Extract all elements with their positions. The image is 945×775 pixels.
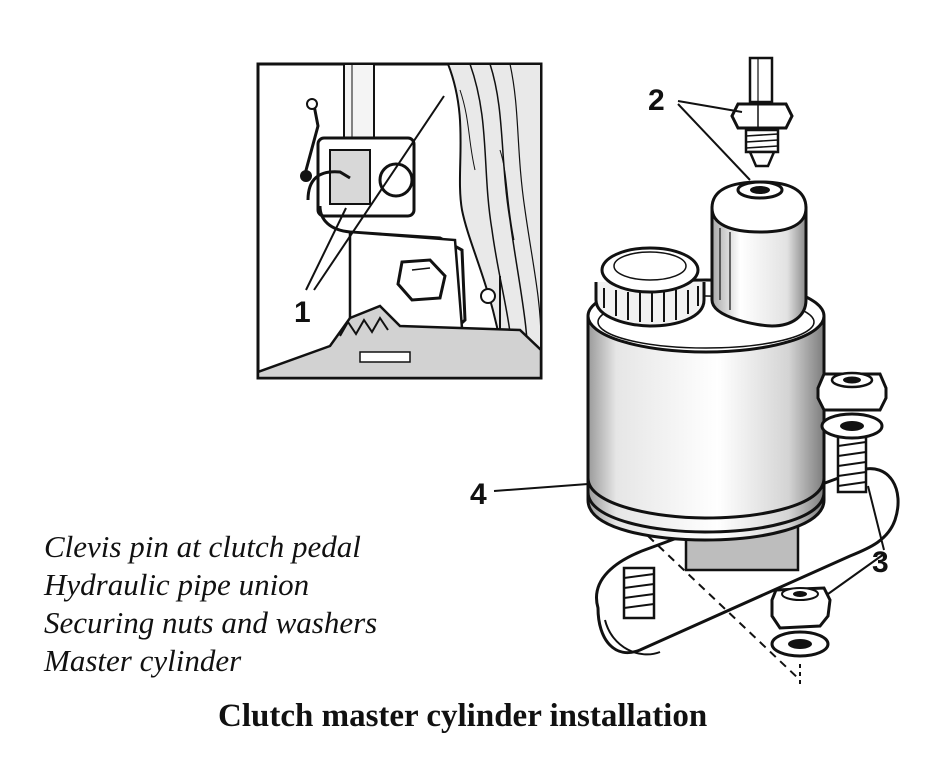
inset-pedal-view — [256, 62, 543, 380]
callout-1: 1 — [294, 296, 311, 329]
callout-2: 2 — [648, 84, 665, 117]
master-cylinder-drawing — [586, 56, 900, 658]
legend-item-master-cylinder: Master cylinder — [44, 643, 242, 678]
legend-list: Clevis pin at clutch pedal Hydraulic pip… — [44, 528, 377, 680]
legend-item-securing-nuts: Securing nuts and washers — [44, 605, 378, 640]
legend-item-clevis-pin: Clevis pin at clutch pedal — [44, 529, 361, 564]
leader-lines — [305, 95, 885, 684]
figure-caption: Clutch master cylinder installation — [218, 698, 708, 734]
callout-4: 4 — [470, 478, 487, 511]
callout-3: 3 — [872, 546, 889, 579]
legend-item-pipe-union: Hydraulic pipe union — [44, 567, 310, 602]
